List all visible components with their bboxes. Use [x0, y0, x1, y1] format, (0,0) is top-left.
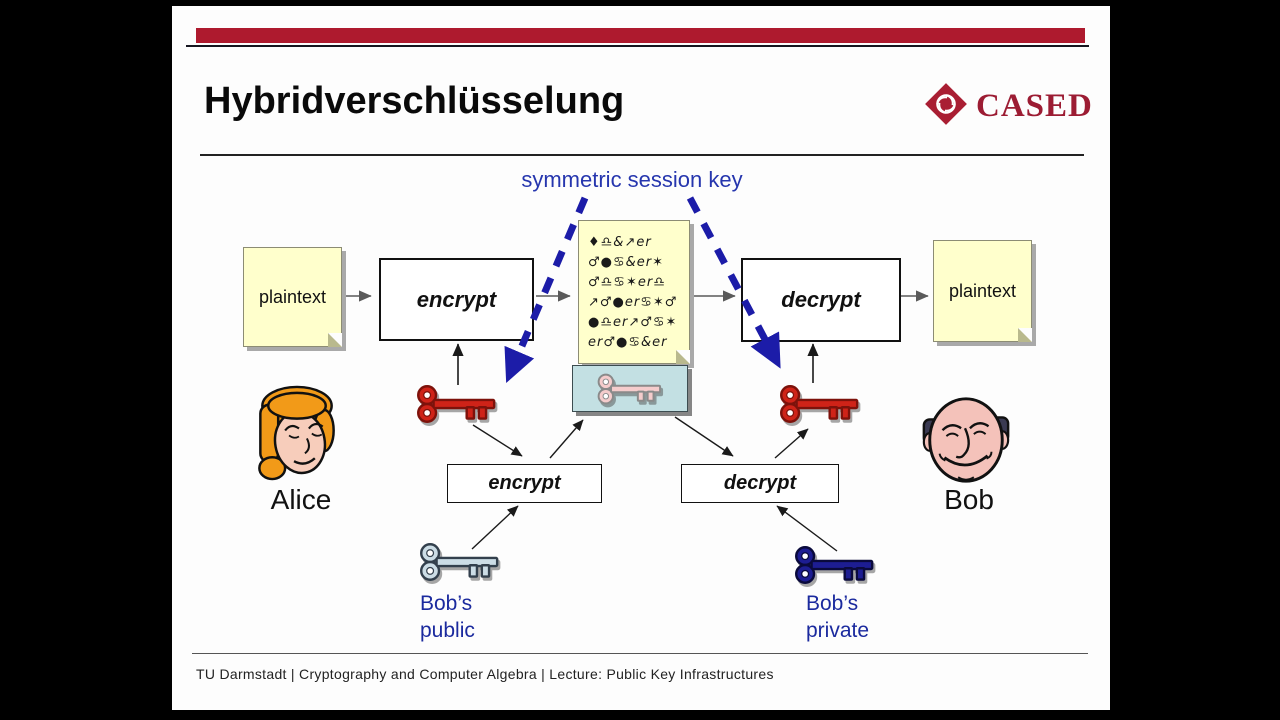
cased-logo: CASED: [924, 82, 1093, 131]
arrow-decrypt-bottom-to-redkey: [774, 428, 809, 459]
logo-wordmark: CASED: [976, 88, 1093, 124]
slide: Hybridverschlüsselung CASED symmetric se…: [172, 6, 1110, 710]
decrypt-box-symmetric: decrypt: [741, 258, 901, 342]
plaintext-note-left: plaintext: [243, 247, 342, 347]
red-key-icon-right: [778, 383, 862, 425]
arrow-redkey-to-encrypt-bottom: [472, 424, 523, 457]
footer-text: TU Darmstadt | Cryptography and Computer…: [196, 666, 774, 682]
encrypt-box-asymmetric: encrypt: [447, 464, 602, 503]
cased-diamond-pinwheel-icon: [924, 82, 968, 131]
decrypt-box-asymmetric: decrypt: [681, 464, 839, 503]
bobs-public-key-label: Bob’s public: [420, 592, 475, 642]
alice-avatar: [251, 381, 343, 490]
alice-label: Alice: [270, 484, 332, 515]
title-divider: [200, 154, 1084, 156]
red-key-icon-left: [415, 383, 499, 425]
pink-key-icon: [596, 372, 664, 406]
plaintext-note-right: plaintext: [933, 240, 1032, 342]
footer-divider: [192, 653, 1088, 654]
ciphertext-note: ♦♎&↗er ♂●♋&er✶ ♂♎♋✶er♎ ↗♂●er♋✶♂ ●♎er↗♂♋✶…: [578, 220, 690, 364]
encrypted-session-key-box: [572, 365, 688, 412]
header-accent-underline: [186, 45, 1089, 47]
ciphertext-symbols: ♦♎&↗er ♂●♋&er✶ ♂♎♋✶er♎ ↗♂●er♋✶♂ ●♎er↗♂♋✶…: [588, 235, 678, 350]
bob-avatar: [920, 391, 1012, 494]
arrow-keybox-to-decrypt-bottom: [674, 416, 734, 457]
encrypt-box-symmetric: encrypt: [379, 258, 534, 341]
bob-label: Bob: [944, 484, 994, 515]
bobs-private-key-label: Bob’s private: [806, 592, 870, 642]
page-title: Hybridverschlüsselung: [204, 80, 625, 122]
session-key-label: symmetric session key: [521, 167, 743, 192]
pale-blue-key-icon: [418, 540, 502, 584]
plaintext-left-label: plaintext: [258, 286, 327, 307]
arrow-encrypt-bottom-to-keybox: [549, 419, 584, 459]
header-accent-bar: [196, 28, 1085, 43]
navy-key-icon: [793, 543, 877, 587]
plaintext-right-label: plaintext: [948, 280, 1017, 301]
